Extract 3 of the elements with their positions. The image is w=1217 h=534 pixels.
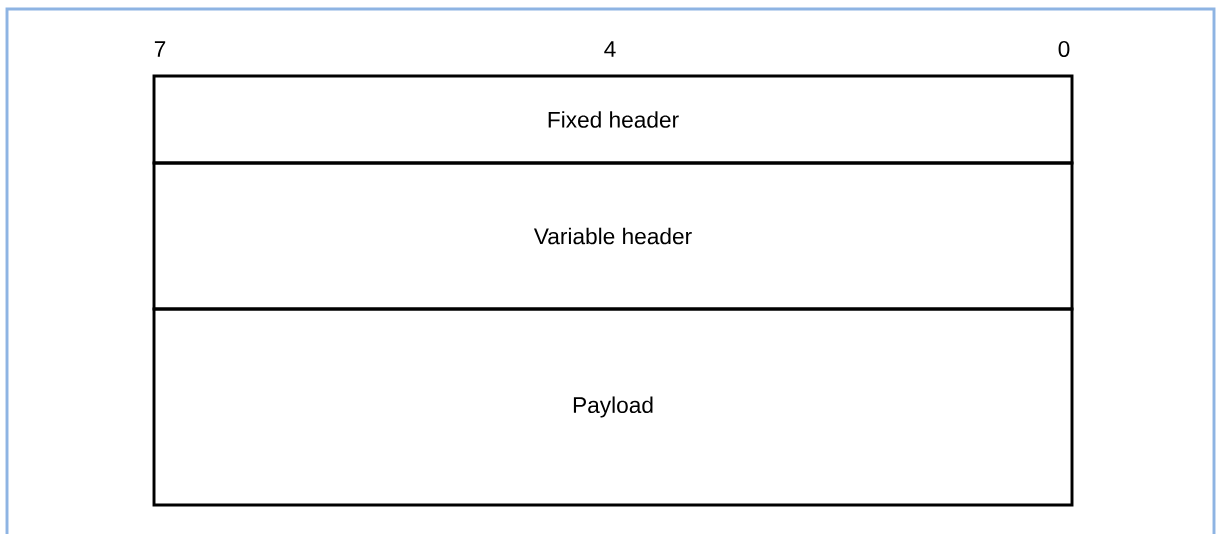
field-box: Fixed header [152,74,1074,165]
field-box: Payload [152,307,1074,507]
field-box: Variable header [152,161,1074,311]
